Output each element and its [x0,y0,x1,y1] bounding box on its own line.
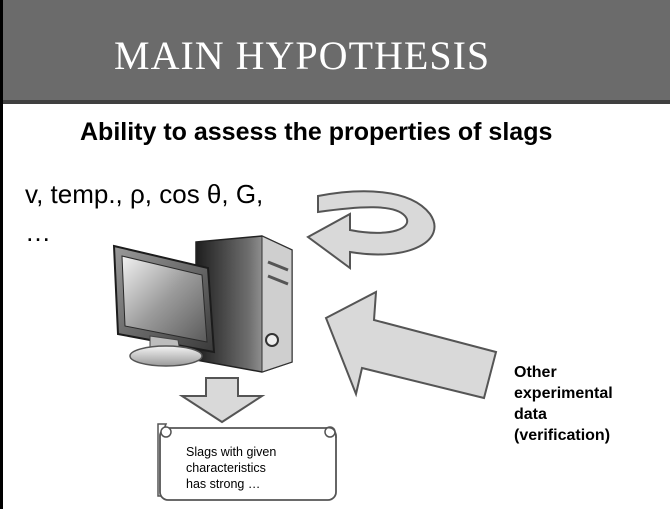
parameter-list: v, temp., ρ, cos θ, G, … [25,175,325,251]
slide-title: Main Hypothesis [114,33,491,78]
scroll-text: Slags with given characteristics has str… [186,444,316,492]
parameter-line: v, temp., ρ, cos θ, G, [25,179,264,209]
note-line: (verification) [514,427,611,444]
note-line: data [514,406,547,423]
scroll-line: has strong … [186,477,261,491]
scroll-line: characteristics [186,461,266,475]
slide-subtitle: Ability to assess the properties of slag… [80,118,553,146]
parameter-ellipsis: … [25,217,51,247]
scroll-line: Slags with given [186,445,277,459]
left-arrow-icon [324,290,498,400]
note-line: Other [514,364,557,381]
title-bar: Main Hypothesis [0,0,670,104]
verification-note: Other experimental data (verification) [514,362,664,446]
slide-left-border [0,0,3,509]
computer-icon [112,235,293,373]
scroll-icon [157,423,337,501]
note-line: experimental [514,385,613,402]
down-arrow-icon [178,377,266,424]
curved-arrow-icon [306,190,436,270]
